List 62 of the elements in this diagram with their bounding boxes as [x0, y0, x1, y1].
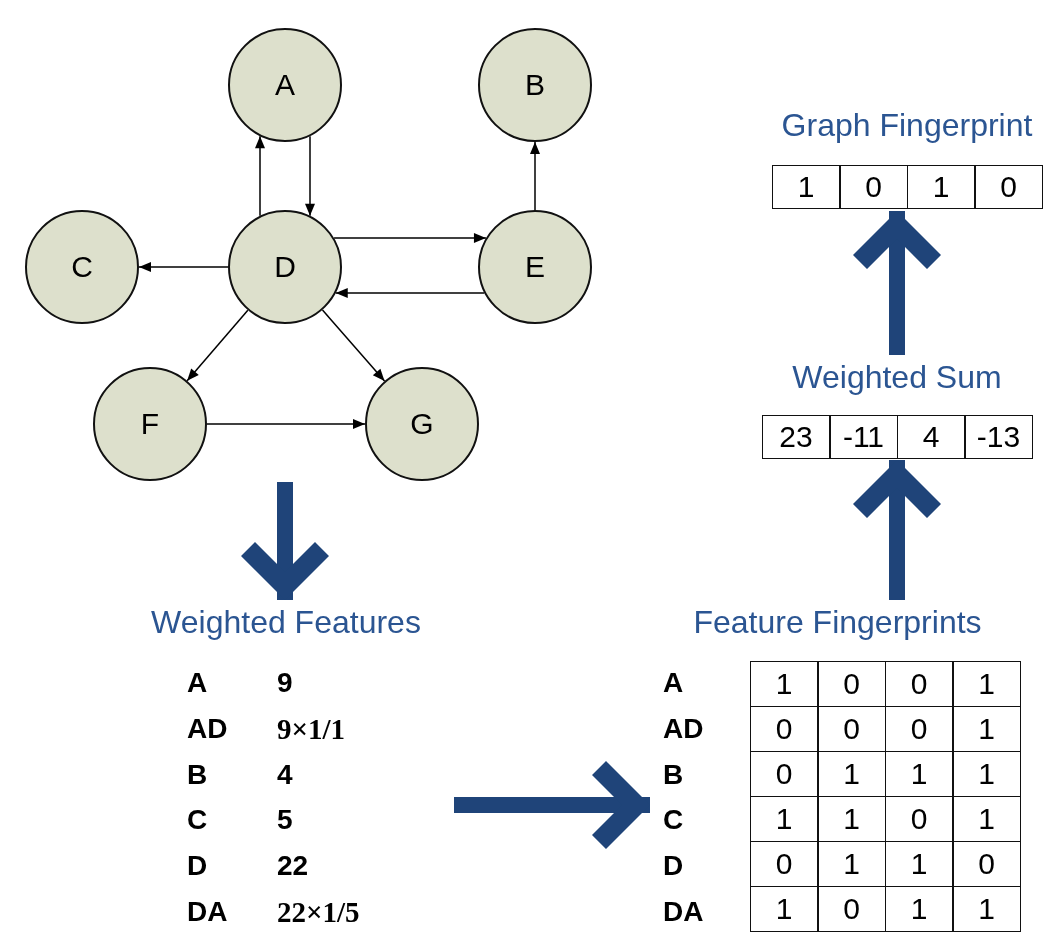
- grid-cell: 1: [772, 165, 840, 209]
- section-heading: Graph Fingerprint: [780, 106, 1034, 145]
- grid-cell: 0: [885, 661, 953, 707]
- arrow: [335, 288, 486, 298]
- grid-cell: 1: [952, 661, 1021, 707]
- row-label: AD: [663, 711, 704, 746]
- feature-weight: 22×1/5: [277, 895, 360, 929]
- grid-cell: 0: [750, 751, 818, 797]
- feature-name: AD: [187, 711, 228, 746]
- arrow: [305, 135, 315, 217]
- grid-cell: 1: [750, 661, 818, 707]
- graph-node-circle: F: [93, 367, 207, 481]
- grid-cell: 0: [750, 841, 818, 887]
- graph-node-circle: C: [25, 210, 139, 324]
- grid-cell: 1: [952, 886, 1021, 932]
- grid-cell: -13: [964, 415, 1033, 459]
- grid-cell: 4: [897, 415, 965, 459]
- row-label: D: [663, 849, 684, 884]
- graph-node-circle: D: [228, 210, 342, 324]
- feature-name: C: [187, 803, 208, 838]
- section-heading: Feature Fingerprints: [692, 603, 983, 642]
- arrow: [186, 309, 249, 382]
- feature-weight: 9: [277, 666, 293, 700]
- graph-node-circle: E: [478, 210, 592, 324]
- grid-cell: 1: [750, 796, 818, 842]
- graph-node-circle: G: [365, 367, 479, 481]
- arrow: [333, 233, 487, 243]
- feature-weight: 4: [277, 757, 293, 792]
- grid-cell: 0: [974, 165, 1043, 209]
- arrow: [206, 419, 366, 429]
- feature-name: B: [187, 757, 208, 792]
- grid-cell: 0: [817, 886, 886, 932]
- row-label: B: [663, 757, 684, 792]
- feature-name: DA: [187, 895, 228, 929]
- grid-cell: 0: [839, 165, 908, 209]
- graph-node-circle: B: [478, 28, 592, 142]
- grid-cell: 23: [762, 415, 830, 459]
- grid-cell: 1: [750, 886, 818, 932]
- feature-weight: 5: [277, 803, 293, 838]
- section-heading: Weighted Sum: [791, 358, 1003, 397]
- feature-weight: 9×1/1: [277, 711, 346, 746]
- grid-cell: 1: [952, 751, 1021, 797]
- grid-cell: 0: [750, 706, 818, 752]
- row-label: A: [663, 666, 684, 700]
- feature-name: A: [187, 666, 208, 700]
- arrow: [321, 309, 386, 382]
- graph-node-circle: A: [228, 28, 342, 142]
- grid-cell: 0: [952, 841, 1021, 887]
- arrow: [138, 262, 229, 272]
- arrow: [255, 135, 265, 217]
- grid-cell: 0: [817, 661, 886, 707]
- feature-weight: 22: [277, 849, 309, 884]
- grid-cell: 1: [885, 886, 953, 932]
- grid-cell: -11: [829, 415, 898, 459]
- row-label: C: [663, 803, 684, 838]
- grid-cell: 1: [907, 165, 975, 209]
- grid-cell: 1: [952, 796, 1021, 842]
- section-heading: Weighted Features: [150, 603, 422, 642]
- arrow: [530, 141, 540, 211]
- feature-name: D: [187, 849, 208, 884]
- grid-cell: 1: [952, 706, 1021, 752]
- row-label: DA: [663, 895, 704, 929]
